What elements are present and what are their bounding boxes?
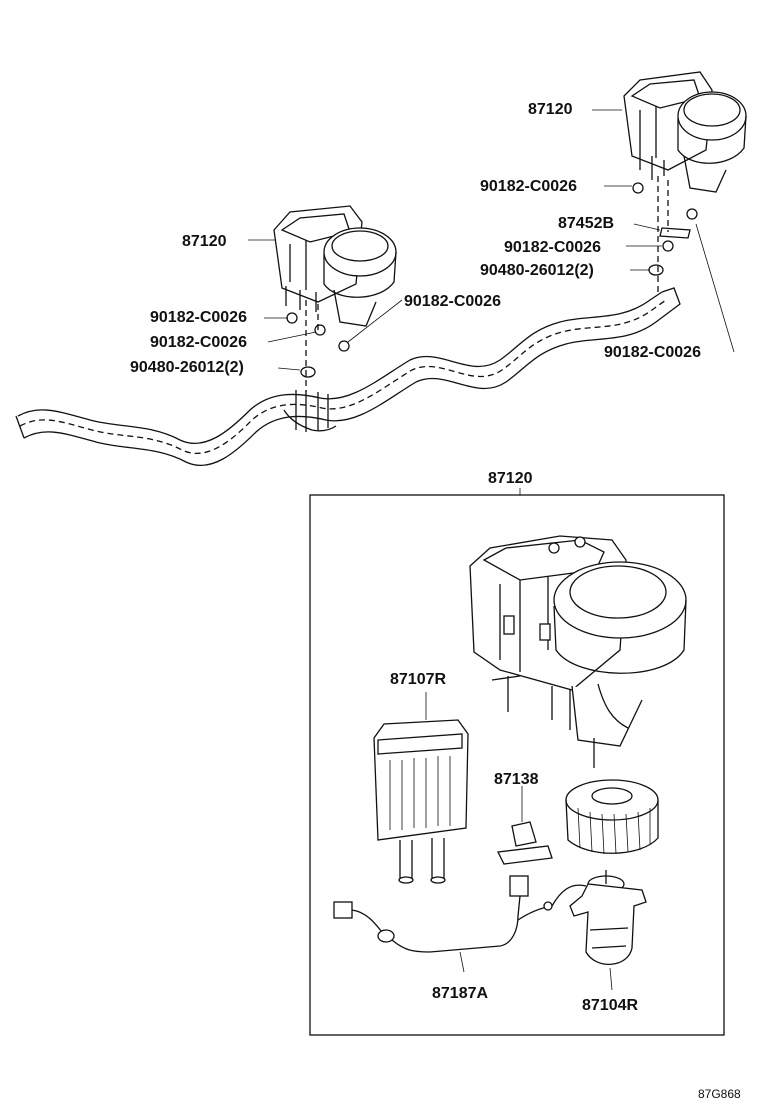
blower-fan xyxy=(565,779,659,855)
label-radiator: 87107R xyxy=(390,671,446,688)
heater-unit-right xyxy=(623,71,747,193)
exploded-view-frame xyxy=(309,494,725,1036)
label-grommet-l: 90480-26012(2) xyxy=(130,359,244,376)
label-nut-r1: 90182-C0026 xyxy=(480,178,577,195)
label-nut-l2: 90182-C0026 xyxy=(150,334,247,351)
leader-lines-top xyxy=(248,109,662,371)
label-bracket-r: 87452B xyxy=(558,215,614,232)
wire-harness xyxy=(333,875,587,973)
diagram-code: 87G868 xyxy=(698,1087,741,1101)
floor-duct xyxy=(15,287,681,467)
hardware-parts xyxy=(286,176,735,392)
label-heater-right: 87120 xyxy=(528,101,573,118)
label-nut-r2: 90182-C0026 xyxy=(504,239,601,256)
label-wire: 87187A xyxy=(432,985,488,1002)
part-labels: 87120 90182-C0026 87452B 90182-C0026 904… xyxy=(130,101,741,1101)
label-motor: 87104R xyxy=(582,997,638,1014)
blower-motor xyxy=(569,870,647,965)
label-heater-left: 87120 xyxy=(182,233,227,250)
heater-unit-exploded xyxy=(469,535,687,768)
heater-radiator xyxy=(373,692,469,884)
label-nut-l1: 90182-C0026 xyxy=(150,309,247,326)
label-grommet-r: 90480-26012(2) xyxy=(480,262,594,279)
label-resistor: 87138 xyxy=(494,771,539,788)
label-nut-l3: 90182-C0026 xyxy=(404,293,501,310)
blower-resistor xyxy=(497,786,553,865)
heater-unit-left xyxy=(273,205,397,327)
label-nut-r3: 90182-C0026 xyxy=(604,344,701,361)
label-heater-exploded: 87120 xyxy=(488,470,533,487)
leader-lines-exploded xyxy=(609,967,613,991)
